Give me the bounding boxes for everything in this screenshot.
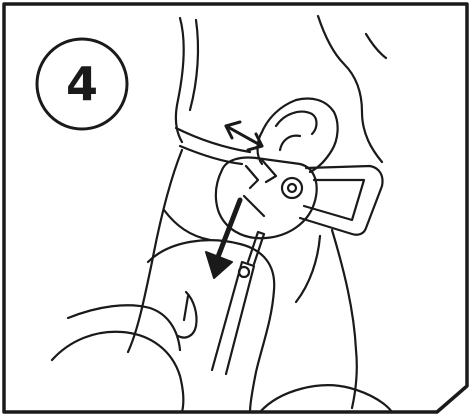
step-number: 4 [44,53,120,115]
